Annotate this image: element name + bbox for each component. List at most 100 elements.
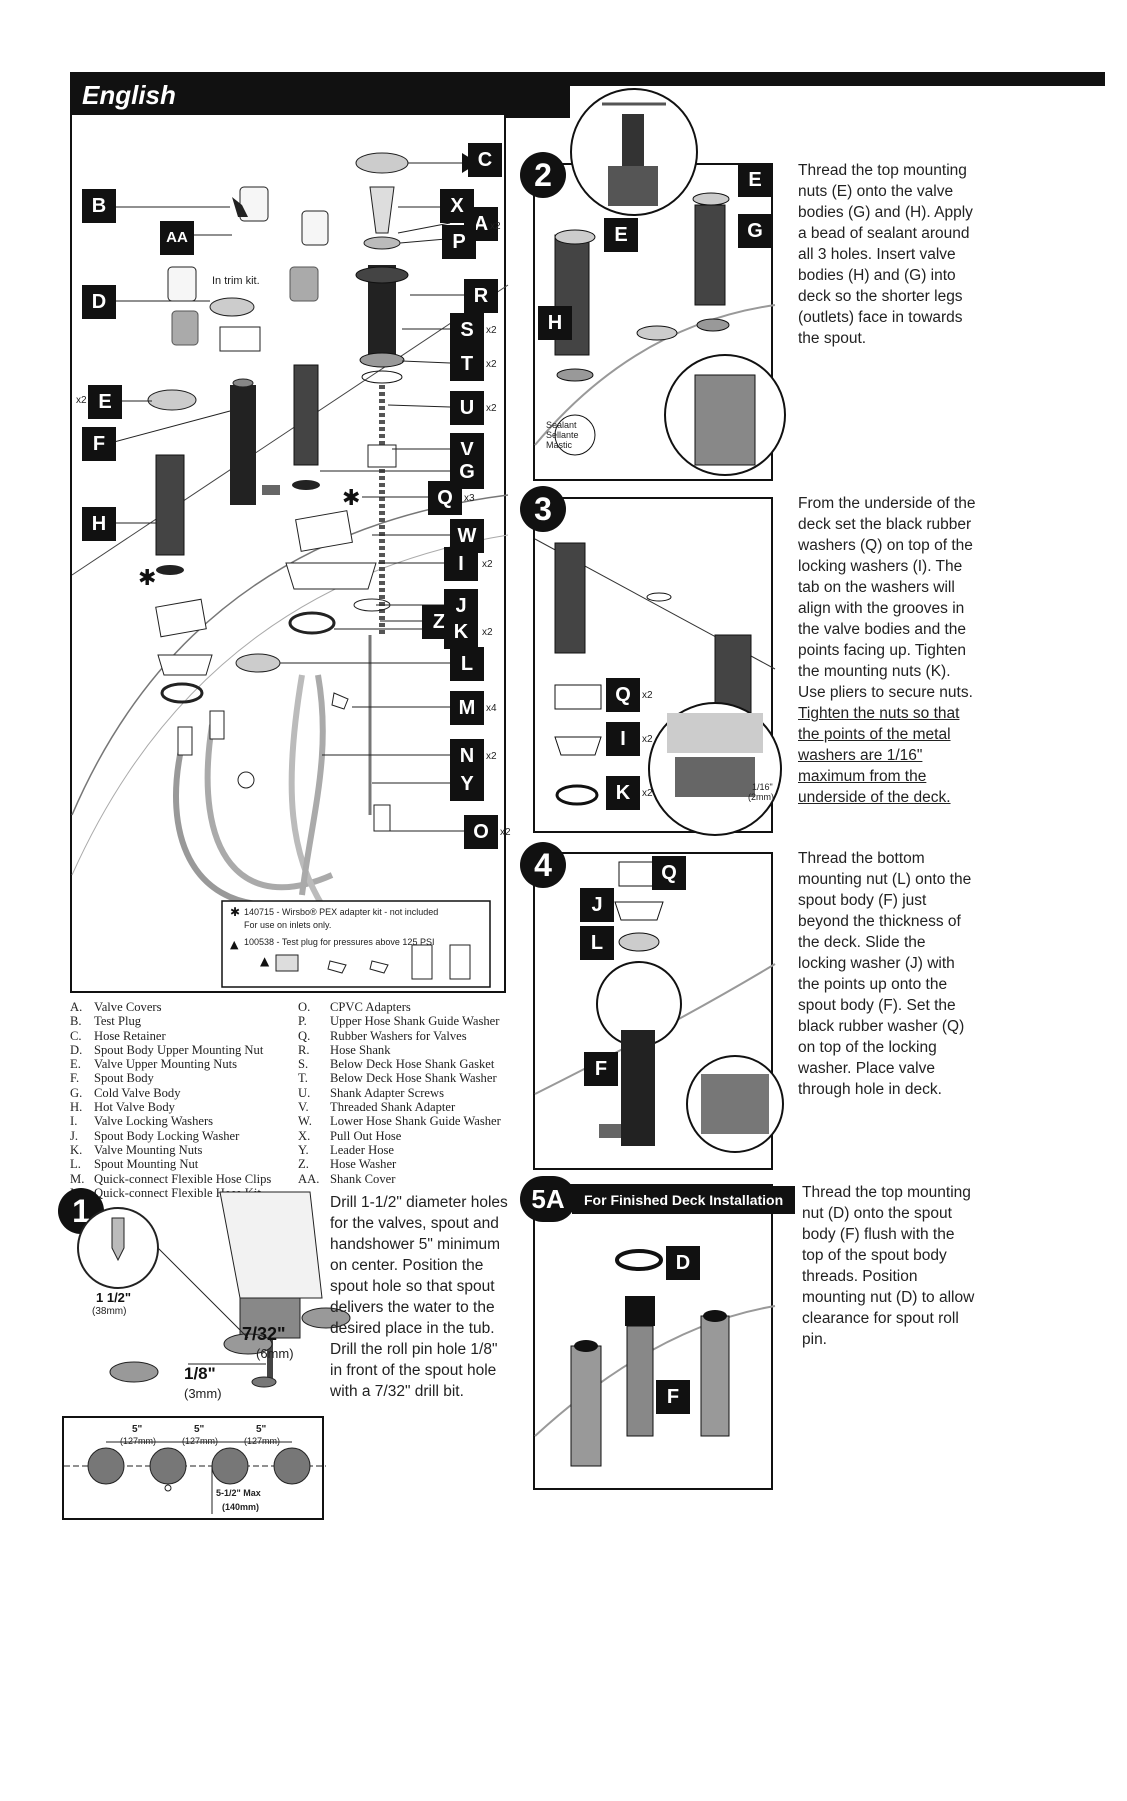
step-3-callout-q: Q — [606, 678, 640, 712]
svg-text:▲: ▲ — [230, 938, 239, 951]
sealant-label: Sealant Sellante Mastic — [546, 420, 579, 450]
callout-y: Y — [450, 767, 484, 801]
step-3-callout-i: I — [606, 722, 640, 756]
dim-hole-diameter-mm: (38mm) — [92, 1306, 127, 1317]
legend-item: F.Spout Body — [70, 1071, 154, 1086]
step-3-qty-k: x2 — [642, 788, 653, 799]
step-2-callout-h: H — [538, 306, 572, 340]
step-5a-callout-d: D — [666, 1246, 700, 1280]
legend-item: Q.Rubber Washers for Valves — [298, 1028, 467, 1043]
svg-text:✱: ✱ — [138, 566, 156, 591]
step-4-callout-q: Q — [652, 856, 686, 890]
legend-item: W.Lower Hose Shank Guide Washer — [298, 1114, 501, 1129]
legend-item: J.Spout Body Locking Washer — [70, 1128, 240, 1143]
max-spacing: 5-1/2" Max — [216, 1488, 261, 1498]
legend-item: C.Hose Retainer — [70, 1028, 166, 1043]
legend-item: B.Test Plug — [70, 1014, 142, 1029]
callout-k: K — [444, 615, 478, 649]
callout-m: M — [450, 691, 484, 725]
callout-c: C — [468, 143, 502, 177]
callout-h: H — [82, 507, 116, 541]
svg-text:▲: ▲ — [260, 954, 270, 968]
step-4-text: Thread the bottom mounting nut (L) onto … — [798, 850, 972, 1098]
callout-p: P — [442, 225, 476, 259]
parts-legend-left: A.Valve Covers B.Test Plug C.Hose Retain… — [70, 1000, 271, 1200]
qty-m: x4 — [486, 703, 497, 714]
legend-item: Y.Leader Hose — [298, 1142, 394, 1157]
step-5a-diagram — [534, 1249, 776, 1467]
svg-text:✱: ✱ — [342, 486, 360, 511]
note-inlets-only: For use on inlets only. — [244, 920, 332, 930]
step-4-callout-f: F — [584, 1052, 618, 1086]
dim-drill-bit-mm: (6mm) — [256, 1346, 294, 1361]
qty-t: x2 — [486, 359, 497, 370]
step-3-text-plain: From the underside of the deck set the b… — [798, 495, 976, 701]
hole-spacing-diagram — [64, 1441, 326, 1514]
legend-item: D.Spout Body Upper Mounting Nut — [70, 1042, 264, 1057]
legend-item: T.Below Deck Hose Shank Washer — [298, 1071, 497, 1086]
legend-item: P.Upper Hose Shank Guide Washer — [298, 1014, 500, 1029]
step-2-frame — [533, 163, 786, 481]
dim-pin-offset: 1/8" — [184, 1364, 216, 1383]
callout-i: I — [444, 547, 478, 581]
step-1-number: 1 — [58, 1188, 104, 1234]
note-test-plug: 100538 - Test plug for pressures above 1… — [244, 937, 435, 947]
step-3-qty-i: x2 — [642, 734, 653, 745]
dim-pin-offset-mm: (3mm) — [184, 1386, 222, 1401]
legend-item: K.Valve Mounting Nuts — [70, 1142, 203, 1157]
step-4-frame — [533, 852, 784, 1170]
legend-item: V.Threaded Shank Adapter — [298, 1100, 456, 1115]
dim-drill-bit: 7/32" — [242, 1324, 286, 1344]
legend-item: A.Valve Covers — [70, 1000, 162, 1014]
step-5a-number: 5A — [520, 1176, 576, 1222]
qty-s: x2 — [486, 325, 497, 336]
callout-b: B — [82, 189, 116, 223]
legend-item: E.Valve Upper Mounting Nuts — [70, 1057, 238, 1072]
callout-f: F — [82, 427, 116, 461]
legend-item: U.Shank Adapter Screws — [298, 1085, 445, 1100]
legend-item: S.Below Deck Hose Shank Gasket — [298, 1057, 495, 1072]
hole-spacing-frame: 5" (127mm) 5" (127mm) 5" (127mm) 5-1/2" … — [62, 1416, 326, 1520]
callout-l: L — [450, 647, 484, 681]
callout-s: S — [450, 313, 484, 347]
legend-item: Z.Hose Washer — [298, 1157, 397, 1172]
spacing-2-mm: (127mm) — [182, 1436, 219, 1446]
callout-e: E — [88, 385, 122, 419]
spacing-3-mm: (127mm) — [244, 1436, 281, 1446]
exploded-view-frame: ✱ ✱ ✱ ▲ ▲ C B X A x2 AA P In trim kit. D… — [70, 113, 511, 993]
in-trim-kit-label: In trim kit. — [212, 275, 260, 287]
legend-item: L.Spout Mounting Nut — [70, 1157, 199, 1172]
callout-u: U — [450, 391, 484, 425]
step-3-diagram — [534, 538, 782, 836]
step-3-qty-q: x2 — [642, 690, 653, 701]
callout-r: R — [464, 279, 498, 313]
step-2-text: Thread the top mounting nuts (E) onto th… — [798, 162, 973, 347]
note-pex-adapter: 140715 - Wirsbo® PEX adapter kit - not i… — [244, 907, 439, 917]
qty-n: x2 — [486, 751, 497, 762]
callout-aa: AA — [160, 221, 194, 255]
legend-item: AA.Shank Cover — [298, 1171, 396, 1186]
spacing-1-mm: (127mm) — [120, 1436, 157, 1446]
callout-q: Q — [428, 481, 462, 515]
callout-t: T — [450, 347, 484, 381]
step-2-callout-e-right: E — [738, 163, 772, 197]
legend-item: R.Hose Shank — [298, 1042, 391, 1057]
step-5a-callout-f: F — [656, 1380, 690, 1414]
legend-item: O.CPVC Adapters — [298, 1000, 411, 1014]
dim-hole-diameter: 1 1/2" — [96, 1290, 132, 1305]
step-4-diagram — [534, 861, 784, 1153]
legend-item: G.Cold Valve Body — [70, 1085, 181, 1100]
step-3-number: 3 — [520, 486, 566, 532]
step-5a-text: Thread the top mounting nut (D) onto the… — [802, 1184, 975, 1348]
spacing-2: 5" — [194, 1424, 205, 1435]
step-1-text: Drill 1-1/2" diameter holes for the valv… — [330, 1194, 508, 1400]
parts-legend-right: O.CPVC Adapters P.Upper Hose Shank Guide… — [298, 1000, 501, 1186]
svg-text:✱: ✱ — [230, 905, 240, 919]
step-2-zoom-circle — [570, 88, 698, 216]
qty-a: x2 — [490, 221, 501, 232]
step-5a-title: For Finished Deck Installation — [572, 1186, 796, 1214]
spacing-3: 5" — [256, 1424, 267, 1435]
spacing-1: 5" — [132, 1424, 143, 1435]
step-1-drill-diagram — [77, 1191, 351, 1388]
callout-o: O — [464, 815, 498, 849]
